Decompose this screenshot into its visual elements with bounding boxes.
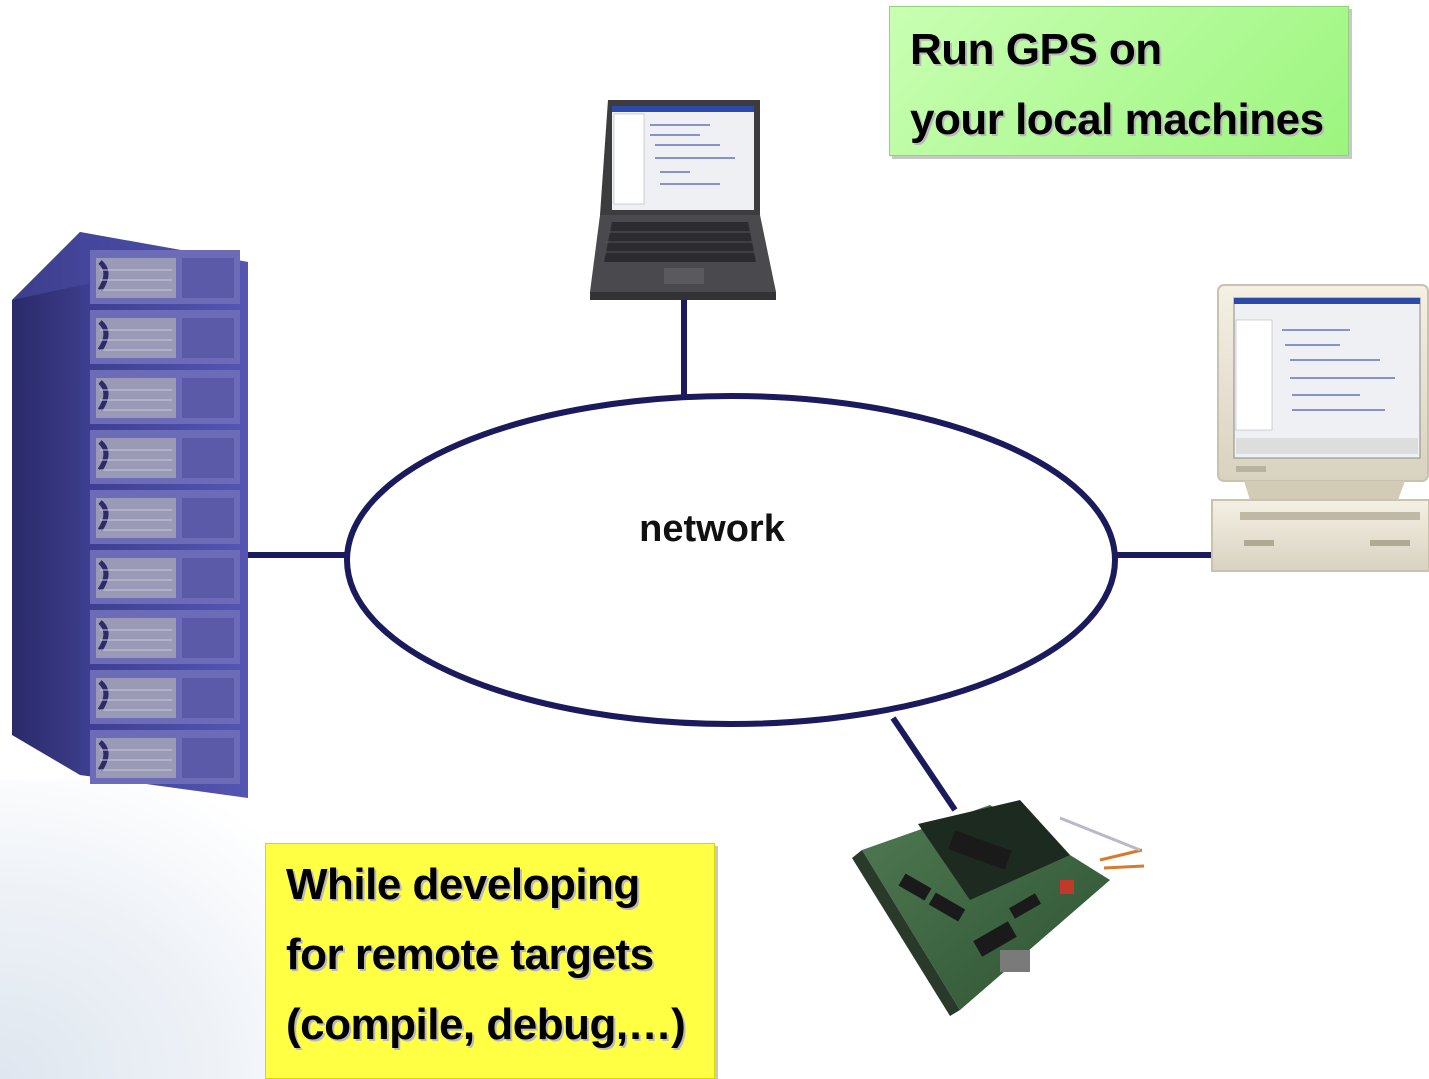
network-ellipse: [344, 393, 1118, 727]
laptop-icon: [590, 100, 776, 300]
circuit-board-icon: [852, 800, 1145, 1016]
callout-line: While developing: [286, 860, 640, 909]
callout-line: Run GPS on: [910, 25, 1162, 74]
rack-unit: [90, 250, 240, 304]
callout-line: (compile, debug,…): [286, 1000, 686, 1049]
connector-board: [890, 716, 958, 812]
remote-targets-callout: While developing for remote targets (com…: [265, 843, 715, 1079]
network-label: network: [639, 508, 785, 550]
desktop-computer-icon: [1211, 284, 1429, 572]
connector-lines: [248, 300, 1212, 812]
callout-line: your local machines: [910, 95, 1324, 144]
callout-line: for remote targets: [286, 930, 654, 979]
local-machines-callout: Run GPS on your local machines: [889, 6, 1349, 156]
server-rack-icon: [12, 232, 248, 798]
